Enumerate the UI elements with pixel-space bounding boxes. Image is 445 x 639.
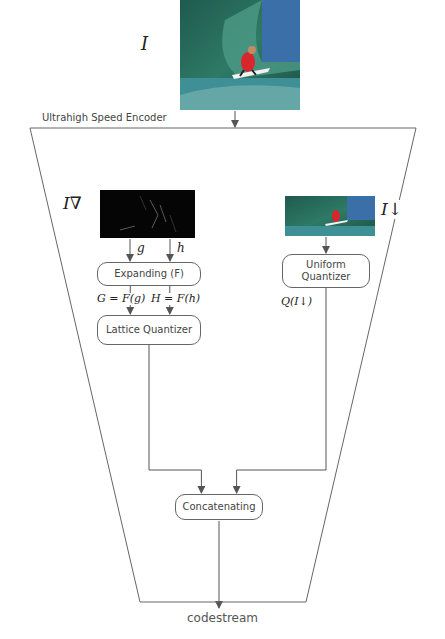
output-arrow [219, 521, 220, 608]
signal-label: h [176, 242, 186, 255]
encoder-outline [28, 112, 418, 607]
edge-label: H = F(h) [150, 293, 201, 305]
process-box: Uniform Quantizer [282, 254, 370, 288]
process-box: Concatenating [175, 494, 263, 520]
box-label: Expanding (F) [114, 268, 184, 280]
g-arrow [130, 239, 131, 261]
signal-label: g [136, 242, 146, 255]
edge-label: G = F(g) [96, 293, 146, 305]
box-label: Lattice Quantizer [106, 324, 192, 336]
image-label: I↓ [380, 200, 403, 219]
input-photo [180, 0, 300, 110]
connector [237, 288, 326, 493]
downsampled-photo [285, 196, 375, 236]
encoder-region: Ultrahigh Speed EncoderExpanding (F) Latt… [28, 112, 418, 607]
image-label: I [140, 34, 149, 54]
box-label: Concatenating [183, 501, 256, 513]
image-label: I∇ [62, 194, 83, 213]
connector [149, 345, 201, 493]
box-label: Uniform Quantizer [289, 259, 363, 283]
process-box: Lattice Quantizer [97, 315, 201, 345]
h-arrow [170, 239, 171, 261]
gradient-image [100, 190, 195, 238]
input-arrow [235, 111, 236, 127]
region-title: Ultrahigh Speed Encoder [42, 112, 167, 123]
down-arrow [326, 237, 327, 253]
output-label: codestream [186, 612, 259, 625]
process-box: Expanding (F) [97, 262, 201, 286]
edge-label: Q(I↓) [280, 296, 313, 308]
